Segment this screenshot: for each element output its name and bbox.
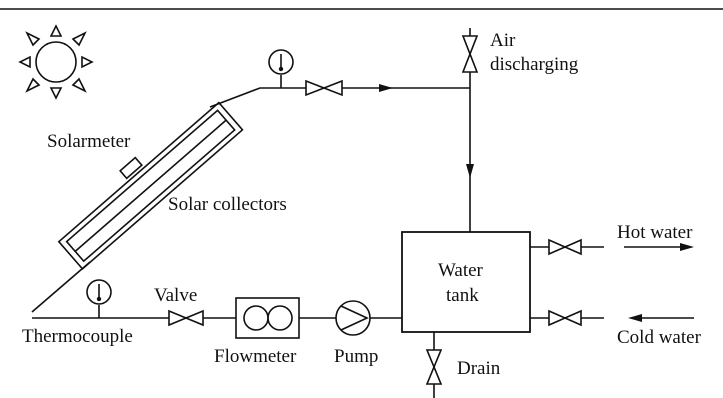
drain-valve-icon [425,349,443,385]
label-drain: Drain [457,358,501,379]
label-hot-water: Hot water [617,222,693,243]
solar-collector-panel [57,101,244,271]
bottom-valve-icon [168,309,204,327]
top-flow-arrow [379,84,393,92]
solarmeter-box [119,156,143,180]
label-solar-collectors: Solar collectors [168,194,287,215]
label-flowmeter: Flowmeter [214,346,297,367]
top-valve-icon [305,79,343,97]
label-cold-water: Cold water [617,327,702,348]
flowmeter-icon [235,297,300,339]
hot-water-valve-icon [548,238,582,256]
label-discharging: discharging [490,54,579,75]
collector-inlet-pipe [31,261,91,313]
label-thermocouple: Thermocouple [22,326,133,347]
label-pump: Pump [334,346,378,367]
cold-water-valve-icon [548,309,582,327]
down-flow-arrow [466,164,474,178]
label-air: Air [490,30,516,51]
water-tank [401,231,531,333]
pump-icon [335,300,371,336]
bottom-thermometer-icon [86,279,112,318]
air-discharge-valve-icon [461,35,479,73]
top-thermometer-icon [268,49,294,88]
sun-icon [18,24,94,100]
label-valve: Valve [154,285,197,306]
cold-water-arrow-head [628,314,642,322]
label-tank: tank [446,285,479,306]
hot-water-arrow-head [680,243,694,251]
label-solarmeter: Solarmeter [47,131,131,152]
label-water: Water [438,260,484,281]
collector-outlet-pipe [209,87,470,108]
